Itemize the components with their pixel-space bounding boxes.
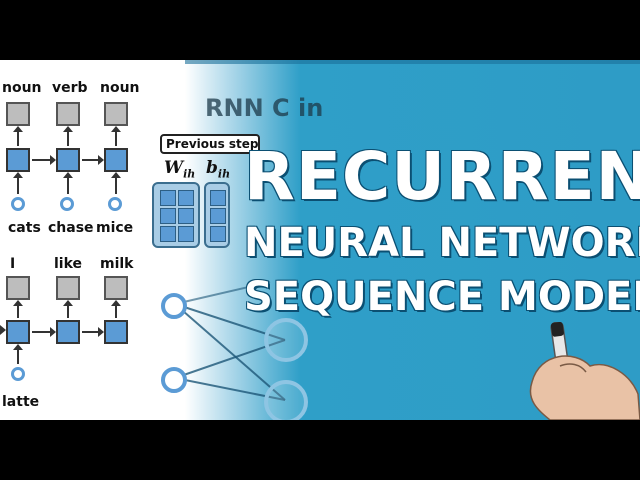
row1-arrow-right-2 — [82, 155, 104, 165]
finger-line — [559, 363, 587, 373]
hidden-node-1 — [264, 318, 308, 362]
rnn-heading: RNN C in — [205, 94, 324, 122]
bias-cell — [210, 208, 226, 224]
row1-output-box-1 — [6, 102, 30, 126]
thumbnail-frame: noun verb noun cats chase mice I like mi… — [0, 60, 640, 420]
headline-recurrent: RECURRENT — [244, 138, 640, 215]
row2-hidden-box-1 — [6, 320, 30, 344]
edge — [174, 303, 286, 401]
row2-output-box-1 — [6, 276, 30, 300]
headline-sequence-modeling: SEQUENCE MODELING — [244, 274, 640, 320]
input-node-2 — [161, 367, 187, 393]
row1-arrow-right-1 — [32, 155, 56, 165]
row1-label-noun-1: noun — [2, 80, 42, 96]
row1-arrow-in-3 — [111, 172, 121, 194]
row1-arrow-up-1 — [13, 126, 23, 146]
row2-arrow-right-2 — [82, 327, 104, 337]
row2-output-box-3 — [104, 276, 128, 300]
row1-output-box-2 — [56, 102, 80, 126]
row1-arrow-up-2 — [63, 126, 73, 146]
bias-vector — [204, 182, 230, 248]
row2-arrow-right-1 — [32, 327, 56, 337]
bias-cell — [210, 190, 226, 206]
weight-cell — [160, 208, 176, 224]
row1-output-box-3 — [104, 102, 128, 126]
row2-output-box-2 — [56, 276, 80, 300]
row2-hidden-box-2 — [56, 320, 80, 344]
previous-step-label: Previous step — [166, 137, 259, 151]
row1-input-circle-2 — [60, 197, 74, 211]
row1-label-noun-2: noun — [100, 80, 140, 96]
weight-cell — [160, 190, 176, 206]
row1-hidden-box-3 — [104, 148, 128, 172]
row2-label-milk: milk — [100, 256, 134, 272]
marker-tip — [550, 322, 564, 337]
b-sub: ih — [217, 167, 231, 181]
bias-cell — [210, 226, 226, 242]
row1-input-chase: chase — [48, 220, 94, 236]
headline-neural-networks: NEURAL NETWORKS — [244, 220, 640, 266]
row1-label-verb: verb — [52, 80, 88, 96]
weight-cell — [178, 226, 194, 242]
w-sub: ih — [183, 167, 196, 181]
w-label: W — [164, 158, 184, 178]
row2-hidden-box-3 — [104, 320, 128, 344]
row2-arrow-up-3 — [111, 300, 121, 318]
row2-input-circle — [11, 367, 25, 381]
edge — [174, 281, 271, 305]
row2-input-latte: latte — [2, 394, 40, 410]
row2-label-i: I — [10, 256, 16, 272]
w-ih-label: Wih — [164, 158, 195, 180]
row2-arrow-in-1 — [13, 344, 23, 364]
top-accent-strip — [185, 60, 640, 64]
input-node-1 — [161, 293, 187, 319]
b-label: b — [206, 158, 218, 178]
row1-hidden-box-1 — [6, 148, 30, 172]
row1-input-circle-1 — [11, 197, 25, 211]
row1-arrow-up-3 — [111, 126, 121, 146]
hand-shape — [529, 355, 640, 420]
row1-arrow-in-1 — [13, 172, 23, 194]
weight-cell — [178, 208, 194, 224]
weight-cell — [160, 226, 176, 242]
hand-with-marker-icon — [529, 322, 640, 420]
weight-matrix — [152, 182, 200, 248]
row1-arrow-in-2 — [63, 172, 73, 194]
row2-arrow-up-1 — [13, 300, 23, 318]
row1-hidden-box-2 — [56, 148, 80, 172]
weight-cell — [178, 190, 194, 206]
row2-arrow-up-2 — [63, 300, 73, 318]
row1-input-circle-3 — [108, 197, 122, 211]
previous-step-callout: Previous step — [160, 134, 260, 154]
row2-label-like: like — [54, 256, 83, 272]
b-ih-label: bih — [206, 158, 230, 180]
row1-input-cats: cats — [8, 220, 41, 236]
hidden-node-2 — [264, 380, 308, 420]
row1-input-mice: mice — [96, 220, 134, 236]
